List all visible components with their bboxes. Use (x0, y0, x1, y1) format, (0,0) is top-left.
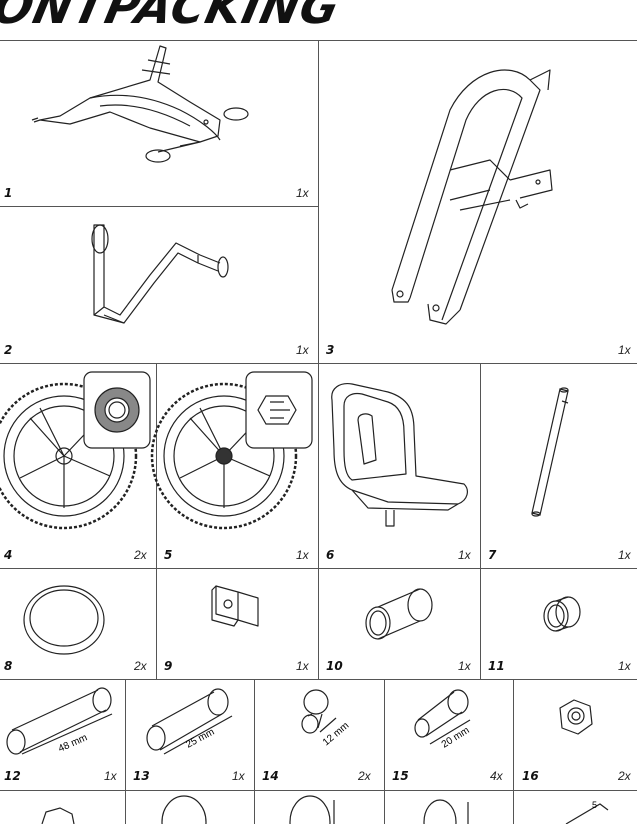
axle-rod-icon (520, 385, 580, 525)
wheel-bearing-icon (0, 368, 156, 543)
nut-partial-icon (38, 800, 78, 824)
part-number: 15 (392, 769, 409, 783)
part-quantity: 1x (296, 548, 309, 562)
hex-key-size: 5 (592, 800, 597, 810)
part-number: 10 (326, 659, 343, 673)
washer-partial-icon (420, 794, 480, 824)
part-quantity: 1x (296, 659, 309, 673)
part-number: 7 (488, 548, 497, 562)
grid-line (480, 363, 481, 679)
part-quantity: 1x (458, 659, 471, 673)
grid-line (0, 679, 637, 680)
part-quantity: 1x (618, 343, 631, 357)
dimension-label: 12 mm (321, 720, 351, 748)
part-quantity: 2x (134, 659, 147, 673)
part-number: 13 (133, 769, 150, 783)
part-number: 1 (4, 186, 13, 200)
washer-partial-icon (158, 792, 208, 824)
part-number: 12 (4, 769, 21, 783)
dimension-label: 25 mm (184, 727, 216, 751)
washer-partial-icon (286, 792, 346, 824)
part-quantity: 1x (618, 548, 631, 562)
lock-nut-icon (552, 696, 602, 741)
part-quantity: 2x (134, 548, 147, 562)
pin-48mm-icon: 48 mm (2, 686, 122, 755)
short-bush-icon (538, 592, 588, 637)
seat-icon (328, 380, 473, 530)
grid-line (156, 363, 157, 679)
crank-handle-icon (80, 215, 240, 330)
part-number: 14 (262, 769, 279, 783)
part-number: 11 (488, 659, 505, 673)
part-quantity: 1x (232, 769, 245, 783)
part-quantity: 1x (618, 659, 631, 673)
grid-line (0, 790, 637, 791)
pin-12mm-icon: 12 mm (296, 688, 351, 748)
part-number: 6 (326, 548, 335, 562)
part-quantity: 1x (104, 769, 117, 783)
part-number: 4 (4, 548, 13, 562)
frame-base-icon (30, 40, 290, 170)
part-quantity: 1x (296, 343, 309, 357)
clip-bracket-icon (208, 580, 268, 640)
grid-line (0, 206, 318, 207)
long-bush-icon (362, 585, 442, 645)
grid-line (125, 679, 126, 824)
bolt-20mm-icon: 20 mm (412, 688, 472, 751)
part-number: 5 (164, 548, 173, 562)
part-quantity: 2x (618, 769, 631, 783)
front-fork-icon (380, 50, 560, 340)
hex-key-icon: 5 (560, 800, 630, 824)
dimension-label: 48 mm (57, 732, 89, 754)
pin-25mm-icon: 25 mm (140, 686, 250, 756)
grid-line (318, 40, 319, 679)
part-quantity: 4x (490, 769, 503, 783)
wheel-hex-icon (160, 368, 316, 543)
part-quantity: 1x (296, 186, 309, 200)
part-number: 3 (326, 343, 335, 357)
part-number: 8 (4, 659, 13, 673)
part-number: 2 (4, 343, 13, 357)
cap-ring-icon (20, 580, 110, 660)
part-quantity: 2x (358, 769, 371, 783)
grid-line (254, 679, 255, 824)
part-quantity: 1x (458, 548, 471, 562)
grid-line (513, 679, 514, 824)
part-number: 9 (164, 659, 173, 673)
part-number: 16 (522, 769, 539, 783)
grid-line (384, 679, 385, 824)
